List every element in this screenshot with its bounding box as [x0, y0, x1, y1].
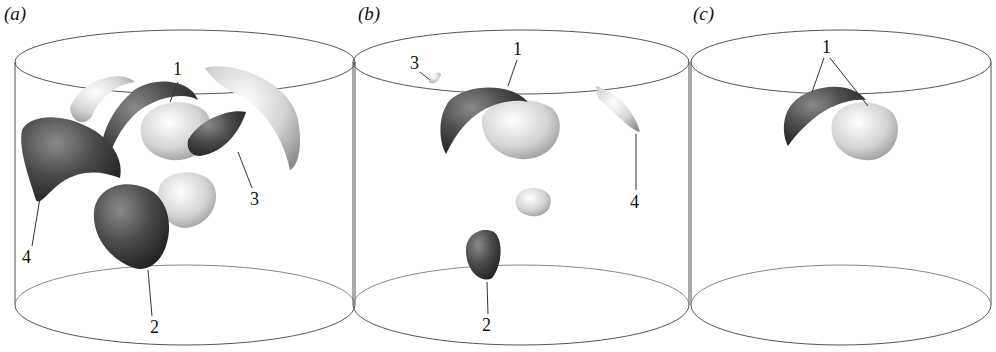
callout-number: 4 [22, 248, 31, 266]
callout-number: 2 [482, 316, 491, 334]
callout-number: 1 [513, 40, 522, 58]
callout-number: 2 [150, 318, 159, 336]
panel-label: (c) [693, 4, 714, 23]
callout-number: 3 [250, 190, 259, 208]
cylinder-outline [15, 30, 991, 345]
vortex-blobs-c [784, 87, 898, 160]
callout-number: 4 [630, 193, 639, 211]
panel-label: (a) [4, 4, 26, 23]
panel-label: (b) [358, 4, 380, 23]
callout-number: 3 [410, 54, 419, 72]
vortex-blobs-b [429, 72, 640, 279]
vortex-blobs-a [21, 66, 300, 269]
callout-number: 1 [173, 60, 182, 78]
leader-lines [32, 58, 868, 316]
callout-number: 1 [822, 38, 831, 56]
